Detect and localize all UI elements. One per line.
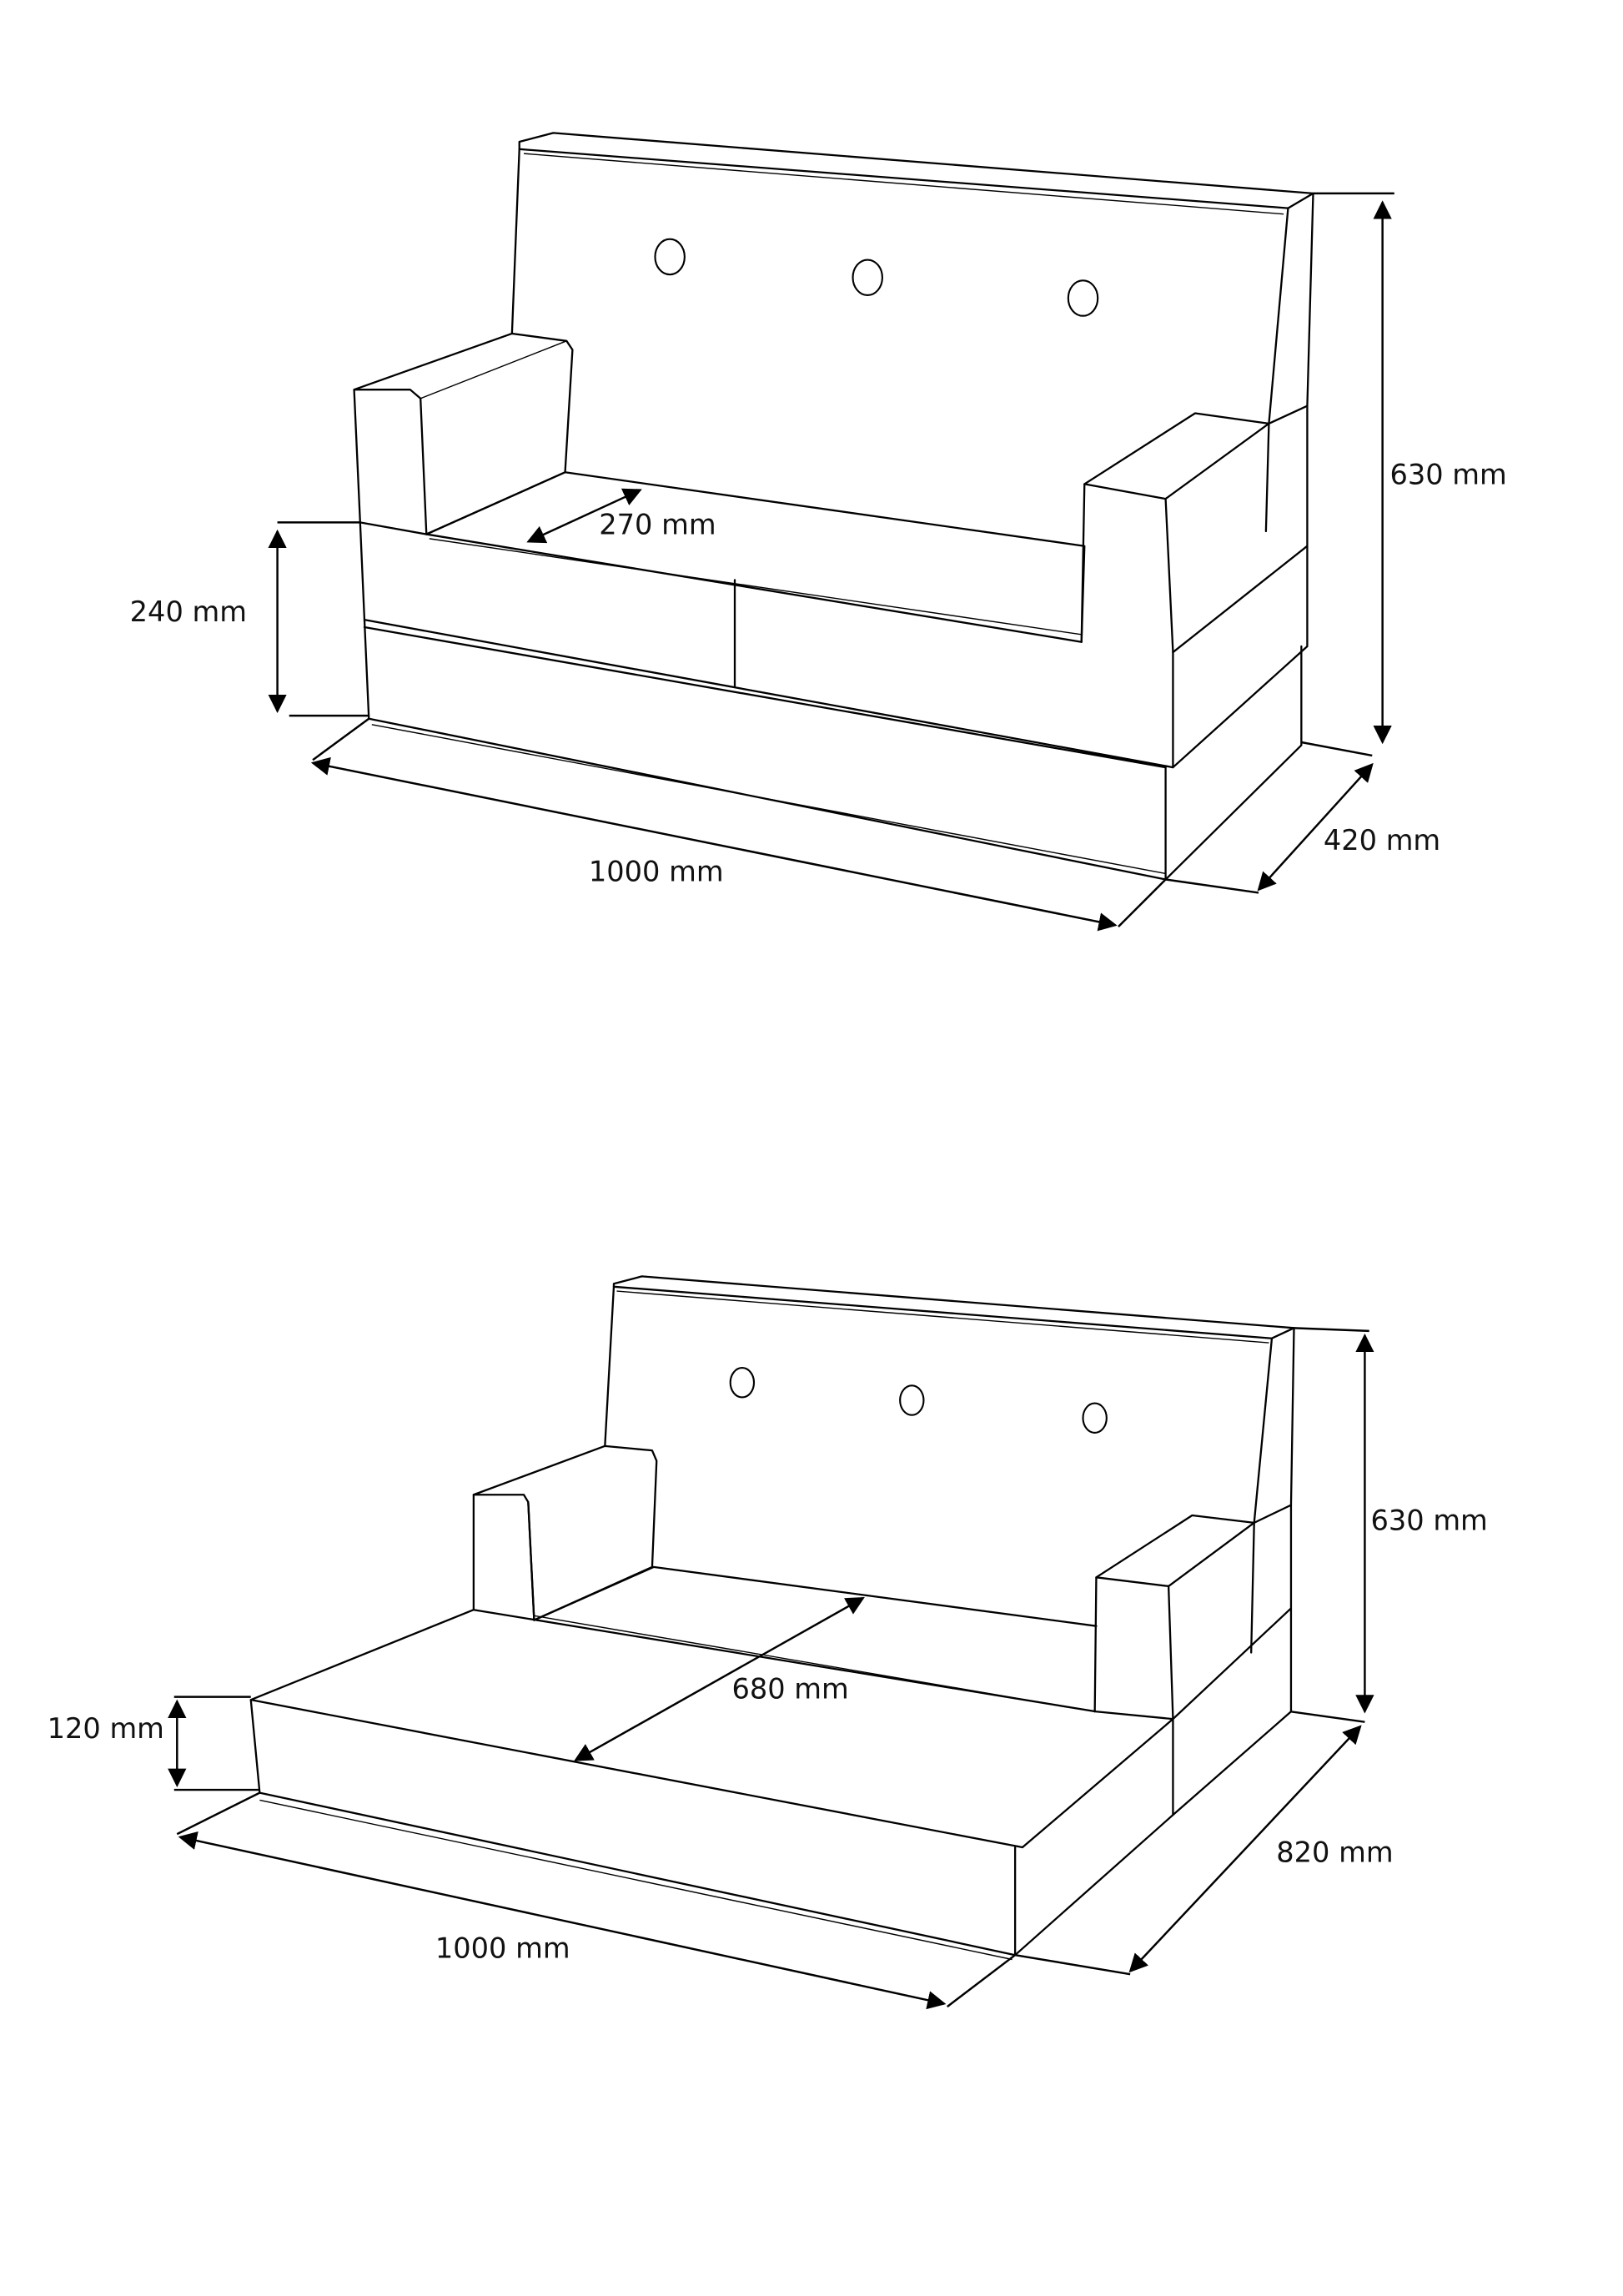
width-label: 1000 mm [435,1932,570,1965]
depth-label: 820 mm [1276,1836,1393,1869]
depth-label: 420 mm [1324,824,1440,857]
sofa-seated-drawing [353,132,1314,881]
backrest-button-icon [1067,279,1099,317]
height-label: 630 mm [1370,1505,1487,1537]
backrest-button-icon [1082,1402,1108,1434]
sofa-seated-dimensions [268,192,1394,932]
seat-height-label: 120 mm [48,1712,164,1745]
backrest-button-icon [654,238,686,276]
sofa-unfolded-dimensions [168,1327,1374,2010]
height-label: 630 mm [1389,458,1506,490]
width-label: 1000 mm [589,855,724,887]
backrest-button-icon [852,259,883,297]
backrest-button-icon [899,1384,925,1416]
sofa-unfolded-drawing [249,1275,1295,1961]
bed-depth-label: 680 mm [731,1672,848,1705]
backrest-button-icon [729,1367,756,1399]
seat-height-label: 240 mm [130,595,247,628]
seat-depth-label: 270 mm [599,509,716,541]
